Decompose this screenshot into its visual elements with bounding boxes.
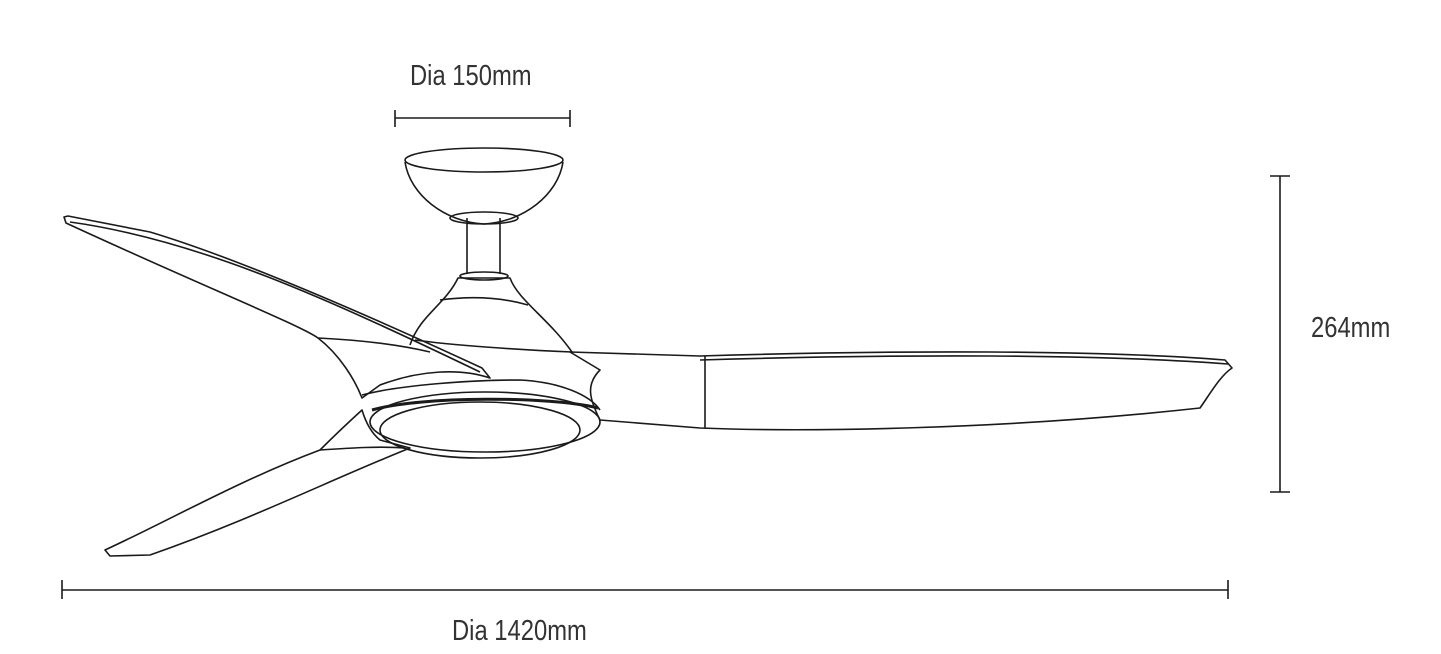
light-kit: [369, 391, 601, 459]
diameter-dimension-line: [61, 580, 1229, 599]
blade-left-upper: [63, 215, 491, 399]
motor-housing: [361, 277, 601, 411]
blade-diameter-label: Dia 1420mm: [452, 615, 587, 647]
height-dimension-line: [1270, 175, 1290, 493]
height-label: 264mm: [1311, 312, 1391, 344]
canopy-dimension-line: [394, 110, 571, 127]
canopy-diameter-label: Dia 150mm: [410, 60, 532, 92]
canopy: [404, 147, 564, 225]
blade-right: [569, 351, 1233, 431]
downrod: [459, 218, 509, 281]
blade-left-lower: [104, 409, 411, 557]
